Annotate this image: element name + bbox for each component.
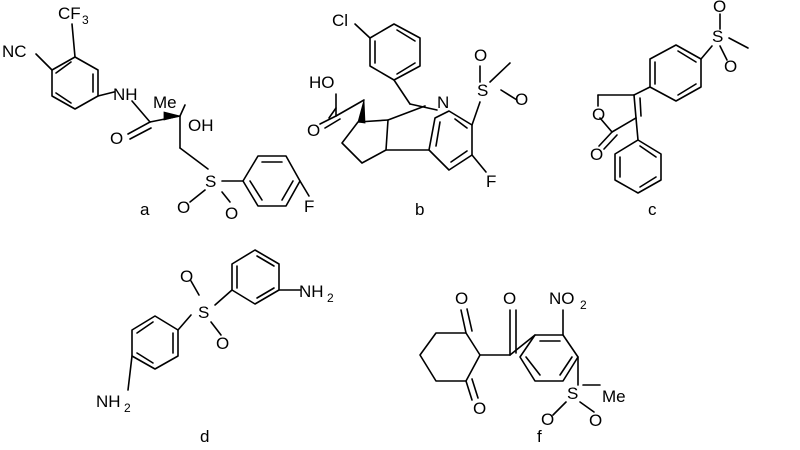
structure-a-trifluoromethyl-subscript: 3: [82, 13, 89, 27]
structure-b-stereo-wedge: [357, 99, 366, 124]
structure-c-sulfur-label: S: [712, 27, 723, 46]
structure-c-caption: c: [648, 200, 657, 219]
structure-d-amine-top-label: NH: [299, 282, 324, 301]
structure-d-caption: d: [200, 427, 209, 446]
structure-a-caption: a: [140, 200, 150, 219]
structure-f-sulfonyl-oxygen-1: O: [541, 410, 554, 429]
structure-c-carbonyl-oxygen: O: [590, 145, 603, 164]
structure-b-fluorine-label: F: [486, 172, 496, 191]
structure-b-carbonyl-oxygen: O: [307, 121, 320, 140]
structure-a-sulfonyl-oxygen-1: O: [177, 198, 190, 217]
structure-f-ketone-oxygen-3: O: [473, 399, 486, 418]
structure-a-nh-label: NH: [113, 85, 138, 104]
structure-a-sulfonyl-oxygen-2: O: [225, 204, 238, 223]
structure-a-carbonyl-oxygen: O: [110, 129, 123, 148]
structure-c-sulfonyl-oxygen-2: O: [724, 57, 737, 76]
structure-b-sulfonyl-oxygen-2: O: [515, 90, 528, 109]
structure-c: S O O O O c: [590, 0, 749, 219]
structure-b-sulfur-label: S: [477, 81, 488, 100]
structure-a-stereo-wedge: [163, 111, 181, 121]
structure-b-bonds: [319, 23, 518, 173]
structure-f-caption: f: [537, 427, 542, 446]
structure-f-nitro-subscript: 2: [580, 298, 587, 312]
structure-b-caption: b: [415, 200, 424, 219]
structure-b: Cl HO O N S O O F b: [307, 11, 528, 219]
structure-a-fluorine-label: F: [304, 197, 314, 216]
structure-a-hydroxyl-label: OH: [188, 116, 214, 135]
structure-b-hydroxyl-label: HO: [309, 73, 335, 92]
structure-f-ketone-oxygen-2: O: [503, 289, 516, 308]
structure-a-bonds: [35, 23, 310, 207]
structure-c-bonds: [597, 13, 749, 194]
structure-d-amine-bottom-subscript: 2: [124, 401, 131, 415]
structure-d-sulfonyl-oxygen-2: O: [216, 334, 229, 353]
structure-a-trifluoromethyl-label: CF: [58, 4, 81, 23]
structure-f: O O O NO 2 S O O Me f: [419, 289, 626, 446]
structure-d-bonds: [127, 249, 301, 391]
structure-f-bonds: [419, 308, 601, 416]
structure-d: NH 2 NH 2 S O O d: [96, 249, 334, 446]
structure-f-sulfonyl-oxygen-2: O: [589, 411, 602, 430]
structure-d-amine-bottom-label: NH: [96, 392, 121, 411]
structure-d-amine-top-subscript: 2: [327, 291, 334, 305]
structure-d-sulfonyl-oxygen-1: O: [180, 267, 193, 286]
structure-d-sulfur-label: S: [198, 303, 209, 322]
structure-c-sulfonyl-oxygen-1: O: [713, 0, 726, 16]
structure-a-sulfur-label: S: [205, 172, 216, 191]
structure-f-sulfur-label: S: [567, 384, 578, 403]
structure-a-methyl-label: Me: [153, 93, 177, 112]
structure-b-sulfonyl-oxygen-1: O: [474, 46, 487, 65]
structure-a-cyano-label: NC: [2, 42, 27, 61]
structure-b-nitrogen-label: N: [437, 93, 449, 112]
structure-f-ketone-oxygen-1: O: [455, 289, 468, 308]
structure-b-chlorine-label: Cl: [332, 11, 348, 30]
structure-f-nitro-label: NO: [549, 289, 575, 308]
structure-c-ring-oxygen: O: [592, 105, 605, 124]
structure-f-methyl-label: Me: [602, 387, 626, 406]
structure-a: NC CF 3 NH Me OH O S O O F a: [2, 4, 314, 223]
